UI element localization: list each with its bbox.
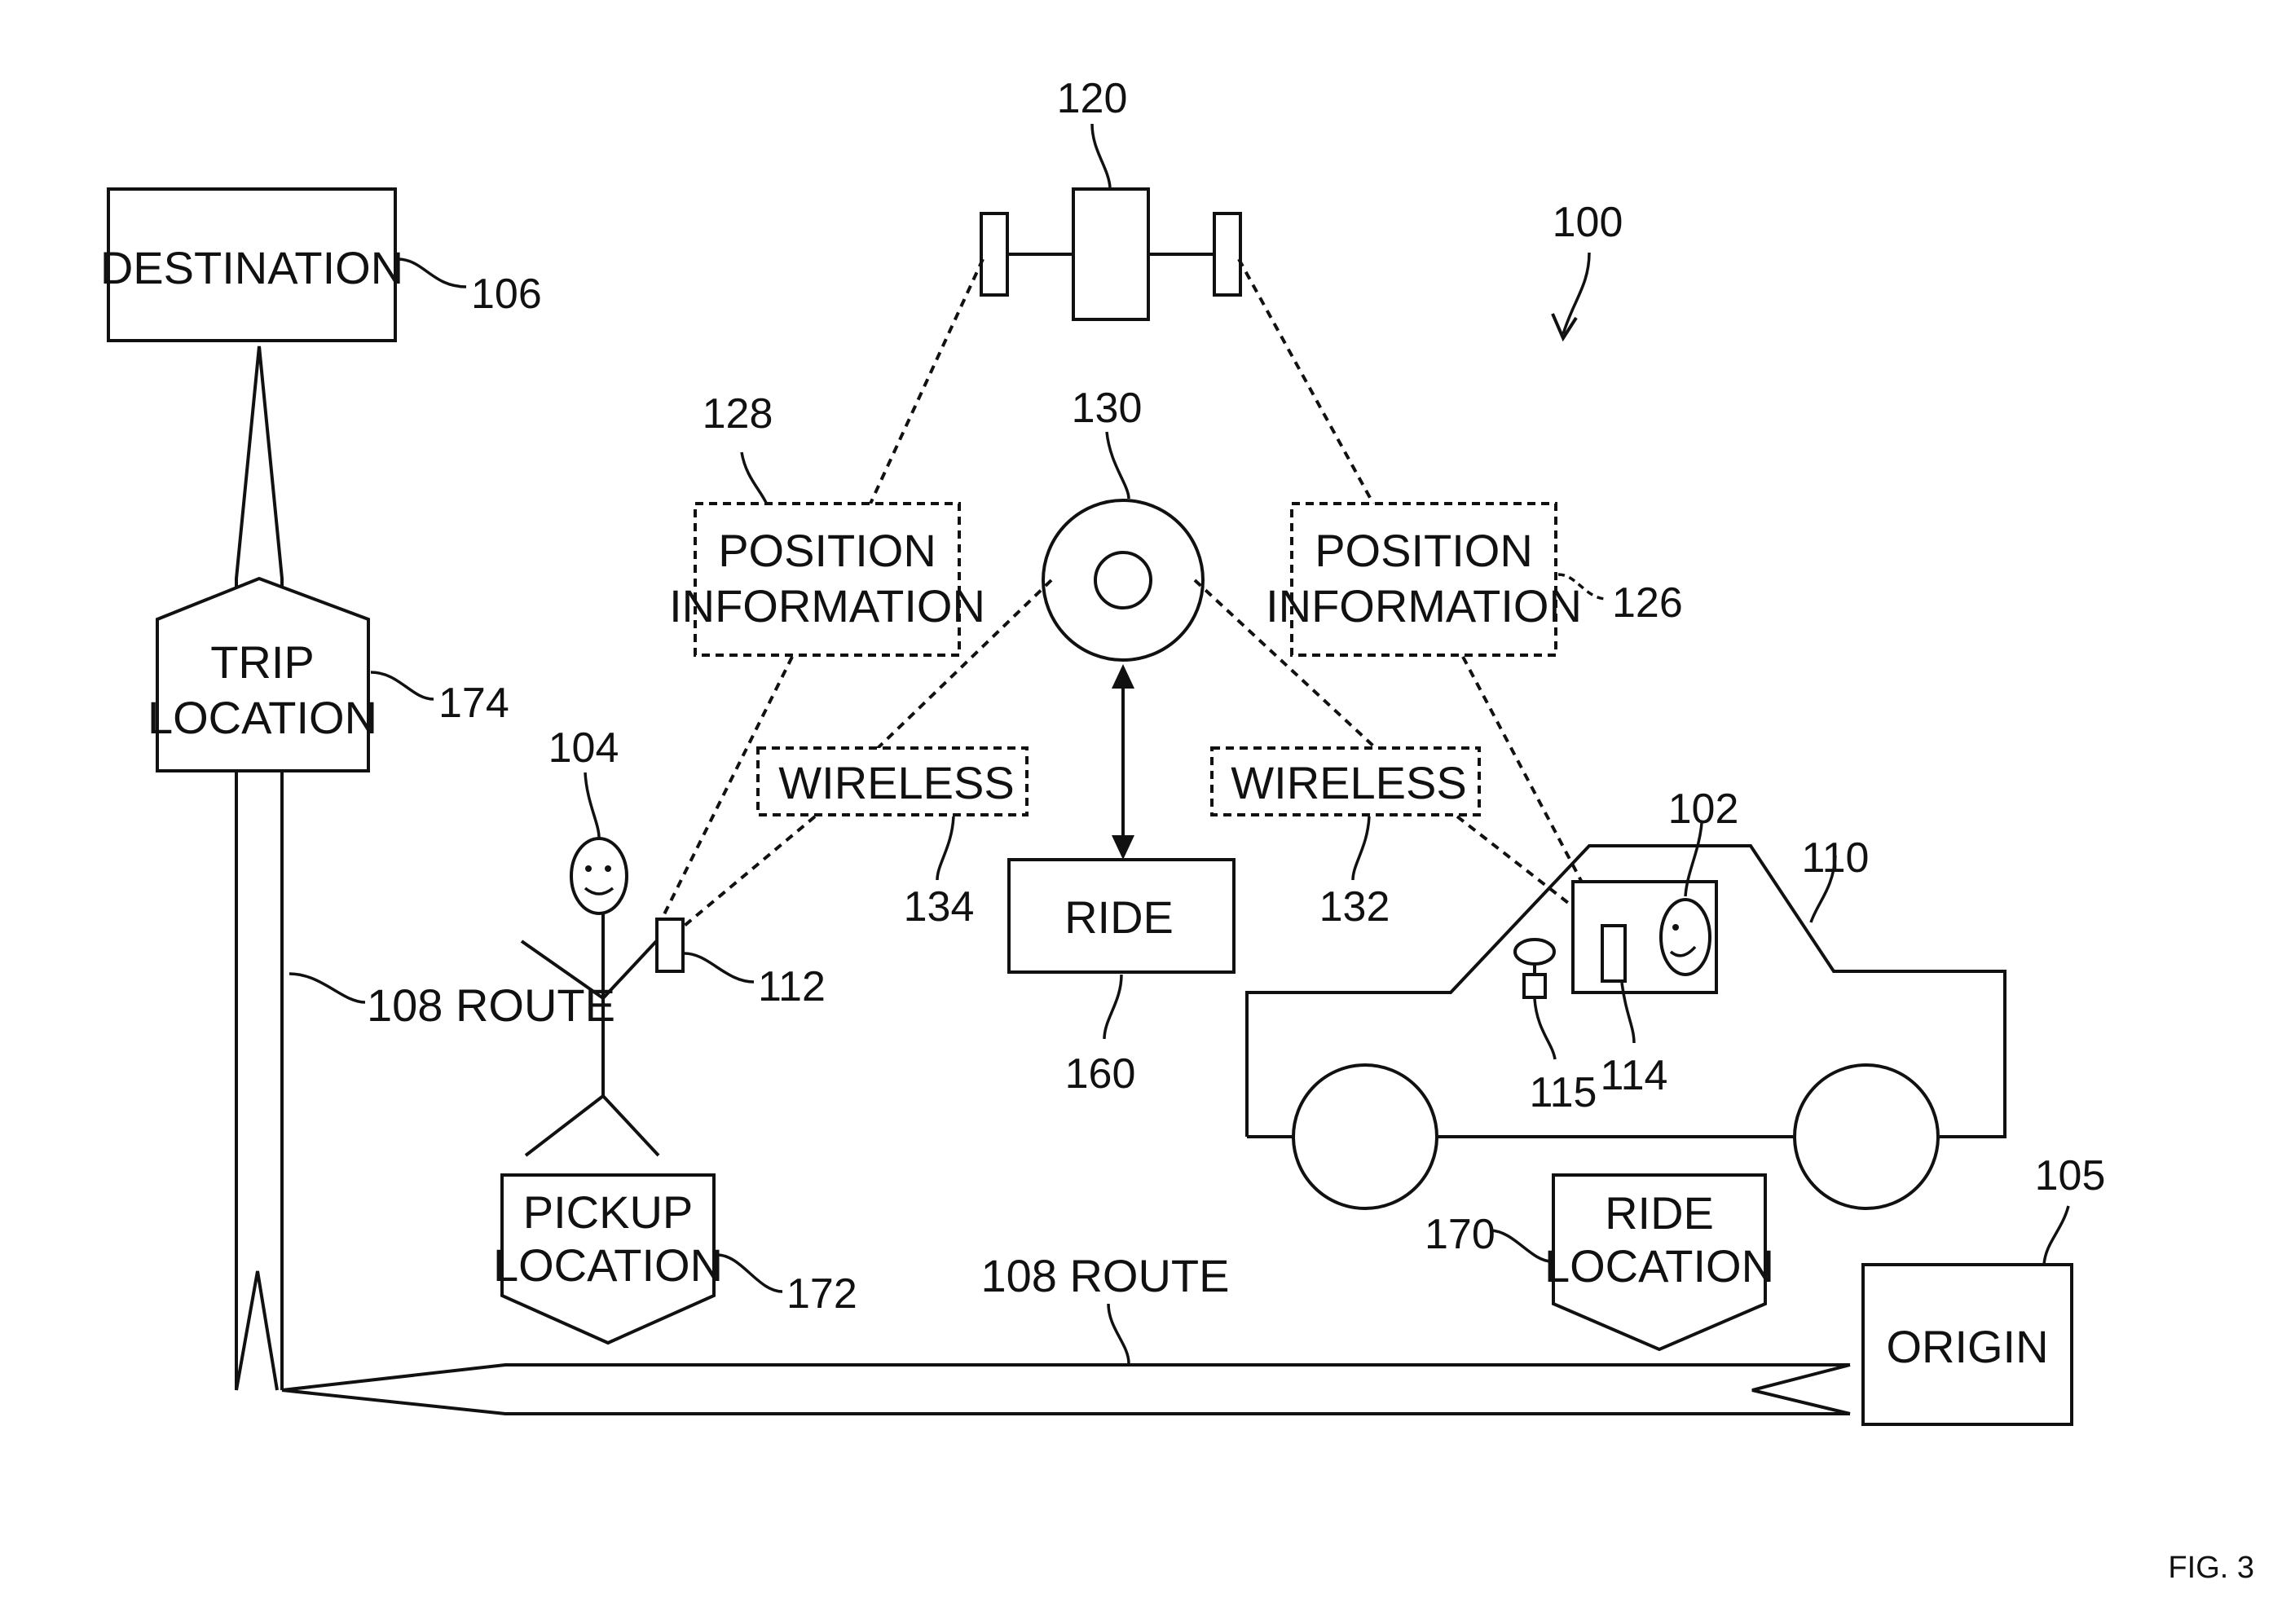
destination-label: DESTINATION xyxy=(100,242,403,293)
ref-132: 132 xyxy=(1319,883,1390,931)
position-info-left-label-2: INFORMATION xyxy=(669,580,985,632)
position-information-left: POSITION INFORMATION xyxy=(669,504,985,655)
figure-label: FIG. 3 xyxy=(2168,1551,2254,1585)
ref-160: 160 xyxy=(1065,1050,1136,1098)
ref-100: 100 xyxy=(1553,199,1623,246)
server-node xyxy=(1043,500,1203,660)
mobile-device-rider xyxy=(657,919,683,971)
ref-172: 172 xyxy=(786,1270,857,1318)
ride-location-marker: RIDE LOCATION xyxy=(1544,1175,1774,1349)
server-ride-arrow xyxy=(1112,664,1134,860)
wireless-right: WIRELESS xyxy=(1212,748,1479,815)
wireless-right-label: WIRELESS xyxy=(1231,757,1466,808)
trip-location-marker: TRIP LOCATION xyxy=(148,579,377,771)
ref-170: 170 xyxy=(1425,1211,1495,1258)
ref-110: 110 xyxy=(1802,834,1870,882)
ref-115: 115 xyxy=(1530,1069,1597,1116)
ride-location-label-1: RIDE xyxy=(1605,1187,1714,1239)
ref-114: 114 xyxy=(1601,1052,1668,1099)
satellite xyxy=(981,189,1240,319)
pickup-location-label-2: LOCATION xyxy=(493,1239,723,1291)
mobile-device-driver xyxy=(1602,926,1625,981)
ride-label: RIDE xyxy=(1064,891,1174,943)
ref-120: 120 xyxy=(1057,75,1128,122)
pickup-location-label-1: PICKUP xyxy=(523,1186,694,1238)
trip-location-label-1: TRIP xyxy=(210,636,315,688)
origin-box: ORIGIN xyxy=(1863,1265,2072,1424)
position-info-left-label-1: POSITION xyxy=(718,525,936,576)
wireless-left: WIRELESS xyxy=(758,748,1027,815)
ref-130: 130 xyxy=(1072,385,1143,432)
vehicle-sensor xyxy=(1515,940,1554,997)
trip-location-label-2: LOCATION xyxy=(148,692,377,743)
ref-134: 134 xyxy=(904,883,975,931)
destination-box: DESTINATION xyxy=(100,189,403,341)
ref-102: 102 xyxy=(1668,786,1739,833)
position-info-right-label-1: POSITION xyxy=(1315,525,1533,576)
origin-label: ORIGIN xyxy=(1886,1321,2048,1372)
pickup-location-marker: PICKUP LOCATION xyxy=(493,1175,723,1343)
ref-106: 106 xyxy=(471,271,542,318)
ride-box: RIDE xyxy=(1009,860,1234,972)
ref-174: 174 xyxy=(438,680,509,727)
ref-105: 105 xyxy=(2035,1152,2106,1199)
route-label-vertical: 108 ROUTE xyxy=(367,979,615,1031)
ref-104: 104 xyxy=(548,724,619,772)
ref-112: 112 xyxy=(758,963,826,1010)
ref-128: 128 xyxy=(703,390,773,438)
ref-126: 126 xyxy=(1612,579,1683,627)
route-label-horizontal: 108 ROUTE xyxy=(981,1250,1230,1301)
wireless-left-label: WIRELESS xyxy=(778,757,1014,808)
ride-location-label-2: LOCATION xyxy=(1544,1240,1774,1292)
position-info-right-label-2: INFORMATION xyxy=(1266,580,1582,632)
position-information-right: POSITION INFORMATION xyxy=(1266,504,1582,655)
